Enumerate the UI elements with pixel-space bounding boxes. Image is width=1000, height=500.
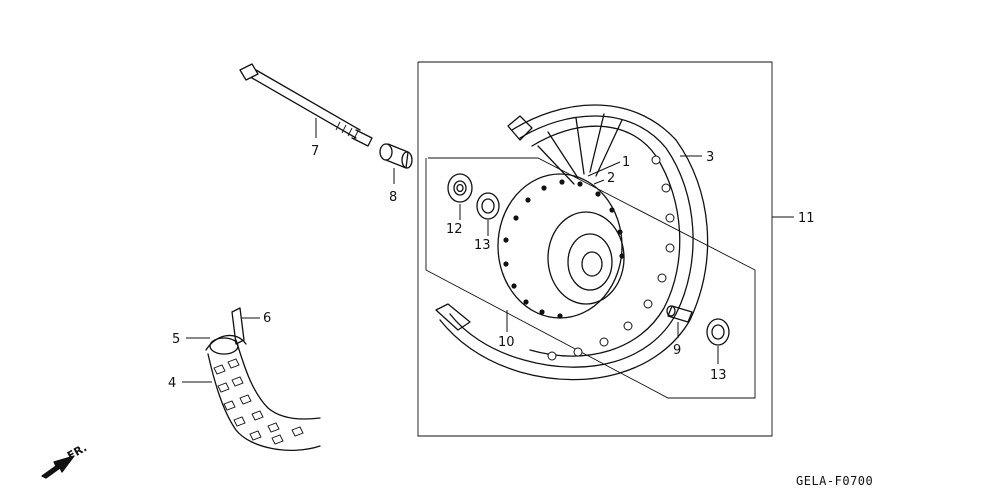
callout-5: 5 — [172, 332, 180, 347]
hub-subassembly-bracket — [425, 157, 756, 399]
front-direction-arrow: FR. — [41, 441, 89, 479]
distance-collar — [379, 143, 413, 169]
hub-spoke-holes — [503, 179, 625, 319]
tube — [209, 337, 239, 355]
callouts: 1 2 3 4 5 6 7 8 9 10 11 12 13 13 — [168, 144, 815, 391]
front-label: FR. — [65, 441, 89, 462]
callout-1: 1 — [622, 155, 630, 170]
radial-bearing-12 — [447, 173, 473, 203]
callout-2: 2 — [607, 171, 615, 186]
callout-4: 4 — [168, 376, 176, 391]
spokes — [537, 113, 623, 185]
callout-8: 8 — [389, 190, 397, 205]
rim-band — [231, 307, 245, 345]
callout-7: 7 — [311, 144, 319, 159]
center-collar — [666, 305, 693, 323]
leader-lines — [182, 118, 794, 383]
callout-12: 12 — [446, 222, 463, 237]
diagram-code: GELA-F0700 — [796, 474, 873, 488]
callout-3: 3 — [706, 150, 714, 165]
callout-9: 9 — [673, 343, 681, 358]
radial-bearing-13-left — [476, 192, 500, 220]
callout-13-left: 13 — [474, 238, 491, 253]
rim-spoke-holes — [547, 155, 675, 361]
callout-6: 6 — [263, 311, 271, 326]
tire — [205, 334, 321, 452]
callout-13-right: 13 — [710, 368, 727, 383]
radial-bearing-13-right — [706, 318, 730, 346]
callout-10: 10 — [498, 335, 515, 350]
hub — [497, 173, 625, 319]
axle — [239, 63, 373, 147]
rim — [435, 104, 709, 381]
assembly-frame — [417, 61, 773, 437]
callout-11: 11 — [798, 211, 815, 226]
tire-tread — [213, 358, 304, 445]
